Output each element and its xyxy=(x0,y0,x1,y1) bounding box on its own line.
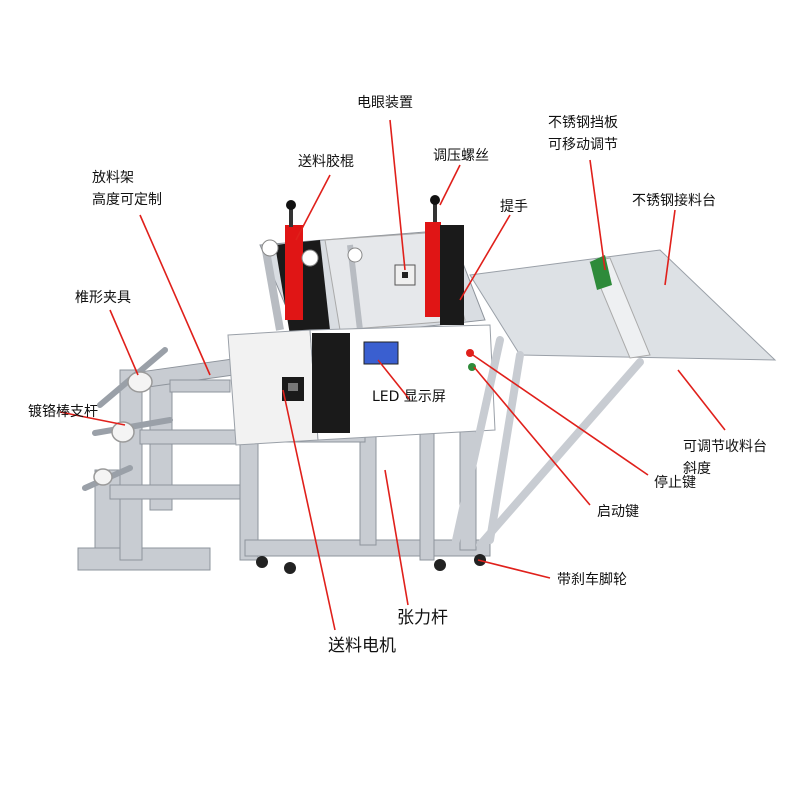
casters xyxy=(256,554,486,574)
label-tension-rod: 张力杆 xyxy=(397,608,448,628)
receiving-table xyxy=(451,249,777,549)
label-chrome-rod: 镀铬棒支杆 xyxy=(28,404,98,420)
label-ss-baffle-1: 不锈钢挡板 xyxy=(548,115,618,131)
label-start-key: 启动键 xyxy=(597,504,639,520)
label-ss-table: 不锈钢接料台 xyxy=(632,193,716,209)
label-pressure-screw: 调压螺丝 xyxy=(433,148,489,164)
leader-lines xyxy=(59,119,726,631)
cone-clamps xyxy=(93,371,153,486)
label-rack-1: 放料架 xyxy=(92,170,134,186)
label-led-screen: LED 显示屏 xyxy=(372,389,446,405)
machine-top xyxy=(259,195,486,341)
label-brake-caster: 带刹车脚轮 xyxy=(557,572,627,588)
label-handle: 提手 xyxy=(500,199,528,215)
label-ss-baffle-2: 可移动调节 xyxy=(548,137,618,153)
label-adj-table-2: 斜度 xyxy=(683,461,711,477)
label-cone-clamp: 椎形夹具 xyxy=(75,290,131,306)
label-adj-table-1: 可调节收料台 xyxy=(683,439,767,455)
label-feed-roller: 送料胶棍 xyxy=(298,154,354,170)
control-box xyxy=(227,324,496,446)
label-stop-key: 停止键 xyxy=(654,475,696,491)
label-rack-2: 高度可定制 xyxy=(92,192,162,208)
label-photo-eye: 电眼装置 xyxy=(357,95,413,111)
label-feed-motor: 送料电机 xyxy=(328,636,396,656)
